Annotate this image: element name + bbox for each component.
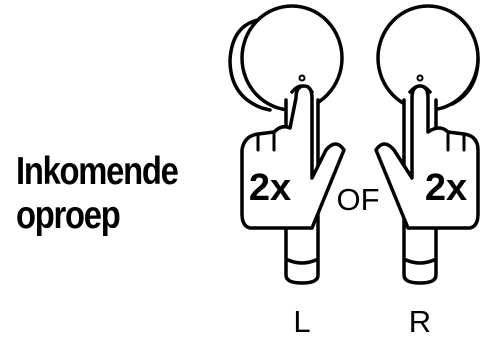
right-hand-icon <box>374 84 480 230</box>
right-tap-count: 2x <box>425 167 467 209</box>
left-side-label: L <box>293 304 310 339</box>
caption-line-1: Inkomende <box>16 150 179 193</box>
caption-line-2: oproep <box>16 194 121 237</box>
left-tap-count: 2x <box>249 167 291 209</box>
right-side-label: R <box>409 304 431 339</box>
or-separator: OF <box>336 182 379 217</box>
left-hand-icon <box>240 84 346 230</box>
instruction-caption: Inkomende oproep <box>16 150 179 238</box>
